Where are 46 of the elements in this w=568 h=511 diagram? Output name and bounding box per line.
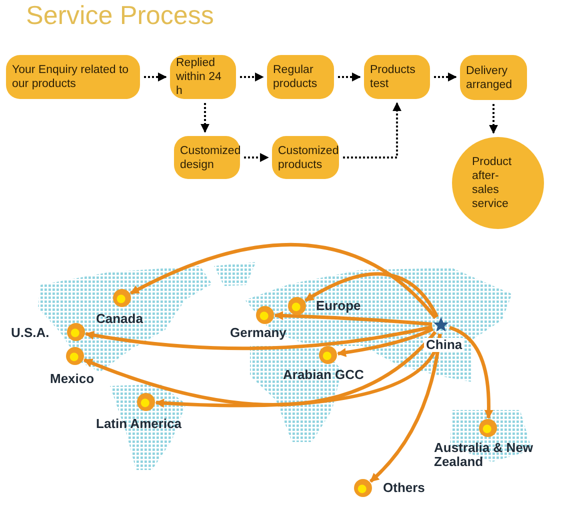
dotted-arrow xyxy=(434,72,457,82)
dotted-arrow xyxy=(200,103,210,133)
place-label: Canada xyxy=(96,312,143,326)
place-label: Others xyxy=(383,481,425,495)
route-arrow xyxy=(83,330,437,406)
place-label: Germany xyxy=(230,326,286,340)
location-marker xyxy=(354,479,372,497)
process-box xyxy=(272,136,339,179)
route-arrow xyxy=(449,326,494,419)
location-marker xyxy=(319,346,337,364)
place-label: Latin America xyxy=(96,417,182,431)
diagram-title: Service Process xyxy=(26,0,214,31)
place-label: Mexico xyxy=(50,372,94,386)
box-text: Delivery arranged xyxy=(466,64,514,92)
process-box xyxy=(6,55,140,99)
dotted-arrow xyxy=(343,102,402,158)
process-box xyxy=(174,136,240,179)
place-label: Australia & New Zealand xyxy=(434,441,534,469)
route-arrow xyxy=(84,325,433,350)
box-text: Customized design xyxy=(180,144,241,172)
place-label: U.S.A. xyxy=(11,326,50,340)
process-box xyxy=(460,55,527,100)
box-text: Customized products xyxy=(278,144,339,172)
location-marker xyxy=(66,347,84,365)
process-box xyxy=(267,55,334,99)
route-arrow xyxy=(337,327,434,357)
route-arrow xyxy=(274,311,432,326)
dotted-arrow xyxy=(489,104,498,134)
star-icon xyxy=(433,317,449,333)
route-arrow xyxy=(304,272,439,318)
box-text: Products test xyxy=(370,63,416,91)
route-arrow xyxy=(369,334,442,483)
dotted-arrow xyxy=(244,153,269,162)
box-text: Your Enquiry related to our products xyxy=(12,63,130,91)
dotted-arrow xyxy=(338,72,361,82)
process-box xyxy=(170,55,236,99)
process-box xyxy=(364,55,430,99)
dotted-arrow xyxy=(240,72,264,82)
dotted-arrow xyxy=(144,72,167,82)
box-text: Product after-sales service xyxy=(472,155,513,211)
place-label: Arabian GCC xyxy=(283,368,364,382)
box-text: Replied within 24 h xyxy=(176,56,222,98)
box-text: Regular products xyxy=(273,63,318,91)
place-label: Europe xyxy=(316,299,361,313)
route-arrow xyxy=(130,243,437,320)
place-label: China xyxy=(424,338,464,352)
